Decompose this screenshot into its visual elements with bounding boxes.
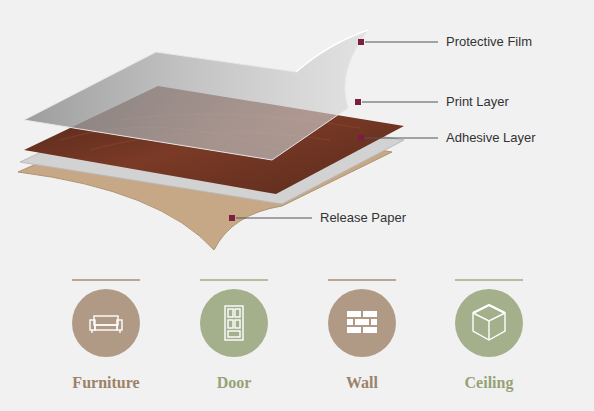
layer-label: Adhesive Layer (446, 130, 536, 146)
application-label: Furniture (72, 373, 139, 393)
application-label: Door (217, 373, 252, 393)
circle-icon (200, 289, 268, 357)
application-circle: Furniture (72, 289, 140, 357)
circle-icon (328, 289, 396, 357)
application-circle: Door (200, 289, 268, 357)
application-label: Ceiling (465, 373, 514, 393)
layer-label: Protective Film (446, 34, 532, 50)
application-circle: Ceiling (455, 289, 523, 357)
circle-icon (72, 289, 140, 357)
application-label: Wall (346, 373, 378, 393)
layer-label: Print Layer (446, 94, 509, 110)
layer-label: Release Paper (320, 210, 406, 226)
circle-icon (455, 289, 523, 357)
application-circle: Wall (328, 289, 396, 357)
